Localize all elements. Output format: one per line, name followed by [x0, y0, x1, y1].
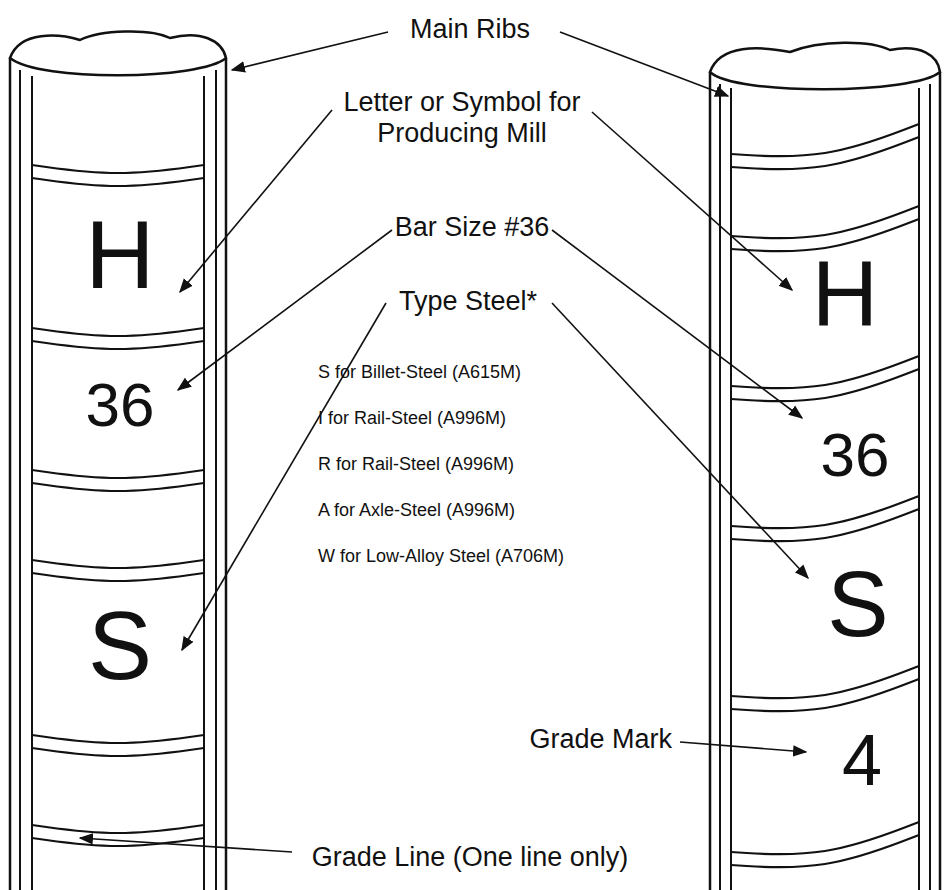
rib-line — [32, 825, 204, 833]
part-name: Grade Mark — [529, 724, 672, 755]
part-name: Main Ribs — [410, 14, 530, 45]
rib-line — [32, 573, 204, 581]
rib-line — [731, 356, 919, 388]
rib-line — [731, 679, 919, 711]
rib-line — [731, 666, 919, 698]
rib-line — [731, 822, 919, 854]
right-bar — [710, 43, 940, 890]
inclined-ribs — [731, 124, 919, 867]
part-name: Letter or Symbol for Producing Mill — [327, 87, 597, 149]
bar-mark: 4 — [842, 719, 882, 802]
bar-mark: S — [88, 591, 152, 701]
part-name: Grade Line (One line only) — [312, 842, 629, 873]
note: S for Billet-Steel (A615M) — [318, 362, 521, 383]
bar-mark: H — [812, 242, 878, 348]
note: R for Rail-Steel (A996M) — [318, 454, 514, 475]
rib-line — [32, 470, 204, 478]
rib-line — [731, 835, 919, 867]
rib-line — [731, 206, 919, 238]
rib-line — [731, 496, 919, 528]
note: W for Low-Alloy Steel (A706M) — [318, 546, 564, 567]
note: I for Rail-Steel (A996M) — [318, 408, 506, 429]
leader-lines — [80, 32, 808, 852]
rib-line — [731, 124, 919, 156]
bar-mark: H — [85, 200, 154, 310]
rib-line — [32, 748, 204, 756]
rib-line — [32, 165, 204, 173]
transverse-ribs — [32, 165, 204, 846]
rib-line — [32, 560, 204, 568]
rib-line — [731, 137, 919, 169]
rib-line — [32, 341, 204, 349]
bar-mark: S — [827, 552, 888, 658]
part-name: Bar Size #36 — [395, 212, 550, 243]
left-bar — [10, 31, 226, 890]
bar-mark: 36 — [86, 369, 155, 440]
rib-line — [32, 735, 204, 743]
rib-line — [32, 483, 204, 491]
note: A for Axle-Steel (A996M) — [318, 500, 515, 521]
rib-line — [32, 178, 204, 186]
rib-line — [32, 328, 204, 336]
bar-mark: 36 — [821, 419, 890, 490]
part-name: Type Steel* — [399, 286, 537, 317]
